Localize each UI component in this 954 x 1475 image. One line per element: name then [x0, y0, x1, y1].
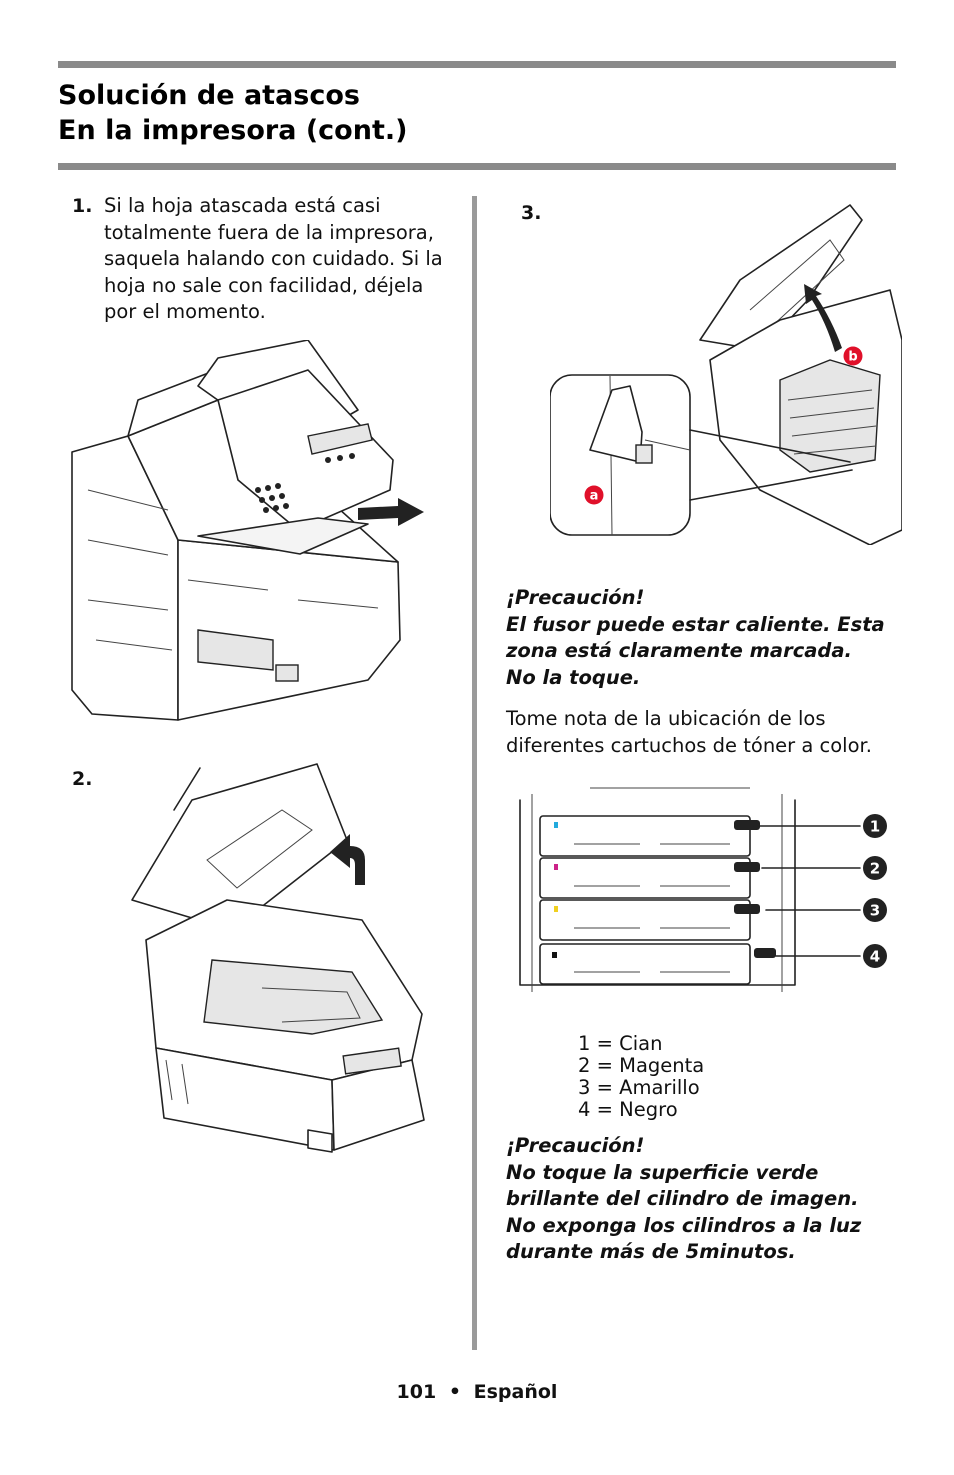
- title-line-1: Solución de atascos: [58, 80, 360, 111]
- toner-legend: 1 = Cian 2 = Magenta 3 = Amarillo 4 = Ne…: [578, 1033, 704, 1121]
- drum-caution-line-2: brillante del cilindro de imagen.: [506, 1187, 859, 1210]
- printer-paper-removal-illustration: [71, 340, 424, 721]
- footer-bullet: •: [448, 1381, 461, 1403]
- step-3-number: 3.: [521, 202, 542, 224]
- printer-open-scanner-illustration: [131, 763, 425, 1153]
- toner-location-note: Tome nota de la ubicación de los diferen…: [506, 707, 872, 757]
- fuser-caution-heading: ¡Precaución!: [506, 586, 645, 609]
- drum-caution-heading: ¡Precaución!: [506, 1134, 645, 1157]
- toner-legend-item-3: 3 = Amarillo: [578, 1076, 700, 1099]
- svg-text:4: 4: [870, 948, 880, 966]
- toner-cartridge-diagram: 1 2 3 4: [519, 787, 887, 992]
- title-line-2: En la impresora (cont.): [58, 115, 408, 146]
- svg-text:2: 2: [870, 860, 880, 878]
- drum-caution-line-4: durante más de 5minutos.: [506, 1240, 796, 1263]
- footer-language: Español: [473, 1381, 558, 1403]
- callout-badge-b: b: [843, 346, 863, 366]
- toner-legend-item-1: 1 = Cian: [578, 1032, 663, 1055]
- drum-caution-line-3: No exponga los cilindros a la luz: [506, 1213, 862, 1237]
- step-1-text: Si la hoja atascada está casi totalmente…: [104, 194, 443, 323]
- toner-slot-3: [539, 899, 760, 941]
- fuser-caution-line-2: zona está claramente marcada.: [506, 639, 852, 662]
- toner-legend-item-2: 2 = Magenta: [578, 1054, 705, 1077]
- svg-text:1: 1: [870, 818, 880, 836]
- fuser-caution: ¡Precaución! El fusor puede estar calien…: [506, 585, 906, 691]
- toner-legend-item-4: 4 = Negro: [578, 1098, 678, 1121]
- toner-marker-3: 3: [863, 898, 887, 922]
- drum-caution-line-1: No toque la superficie verde: [506, 1160, 819, 1184]
- callout-letter-b: b: [848, 350, 857, 365]
- step-1-number: 1.: [72, 195, 93, 217]
- page-title: Solución de atascos En la impresora (con…: [58, 78, 407, 148]
- fuser-caution-line-3: No la toque.: [506, 665, 641, 689]
- toner-marker-4: 4: [863, 944, 887, 968]
- toner-marker-2: 2: [863, 856, 887, 880]
- toner-marker-1: 1: [863, 814, 887, 838]
- page-number: 101: [396, 1381, 437, 1403]
- column-divider: [472, 196, 477, 1350]
- toner-slot-4: [539, 943, 776, 985]
- toner-slot-1: [539, 815, 760, 857]
- page-footer: 101 • Español: [0, 1381, 954, 1403]
- top-rule: [58, 61, 896, 68]
- fuser-caution-line-1: El fusor puede estar caliente. Esta: [506, 612, 885, 636]
- step-2-number: 2.: [72, 768, 93, 790]
- toner-slot-2: [539, 857, 760, 899]
- printer-fuser-inset-illustration: [550, 204, 902, 545]
- callout-letter-a: a: [590, 489, 599, 504]
- title-underline-rule: [58, 163, 896, 170]
- callout-badge-a: a: [584, 485, 604, 505]
- drum-caution: ¡Precaución! No toque la superficie verd…: [506, 1133, 906, 1266]
- svg-text:3: 3: [870, 902, 880, 920]
